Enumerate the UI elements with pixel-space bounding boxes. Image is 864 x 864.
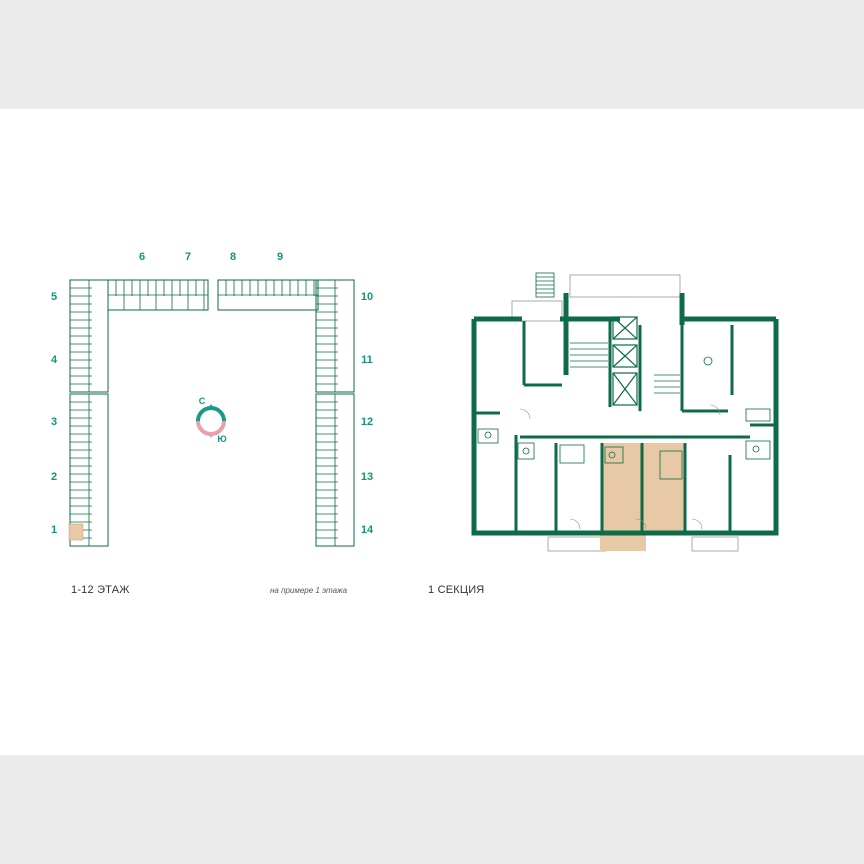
selected-apartment-marker[interactable] [68, 523, 84, 541]
section-number[interactable]: 5 [50, 291, 58, 303]
section-number[interactable]: 3 [50, 416, 58, 428]
compass-north-label: С [198, 396, 206, 406]
section-number[interactable]: 11 [361, 354, 373, 366]
section-number[interactable]: 13 [360, 471, 374, 483]
section-number[interactable]: 1 [50, 524, 58, 536]
site-plan [68, 279, 355, 547]
section-number[interactable]: 4 [50, 354, 58, 366]
section-number[interactable]: 8 [229, 251, 237, 263]
section-number[interactable]: 9 [276, 251, 284, 263]
section-number[interactable]: 7 [184, 251, 192, 263]
floor-example-note: на примере 1 этажа [270, 586, 348, 595]
section-number[interactable]: 12 [360, 416, 374, 428]
section-number[interactable]: 6 [138, 251, 146, 263]
section-floor-plan [471, 272, 779, 552]
compass-south-label: Ю [217, 434, 227, 444]
section-number[interactable]: 14 [360, 524, 374, 536]
section-number[interactable]: 2 [50, 471, 58, 483]
plan-card [0, 109, 864, 755]
floor-range-caption: 1-12 ЭТАЖ [71, 584, 130, 596]
section-caption: 1 СЕКЦИЯ [428, 584, 485, 596]
section-number[interactable]: 10 [360, 291, 374, 303]
compass-icon [196, 404, 226, 438]
